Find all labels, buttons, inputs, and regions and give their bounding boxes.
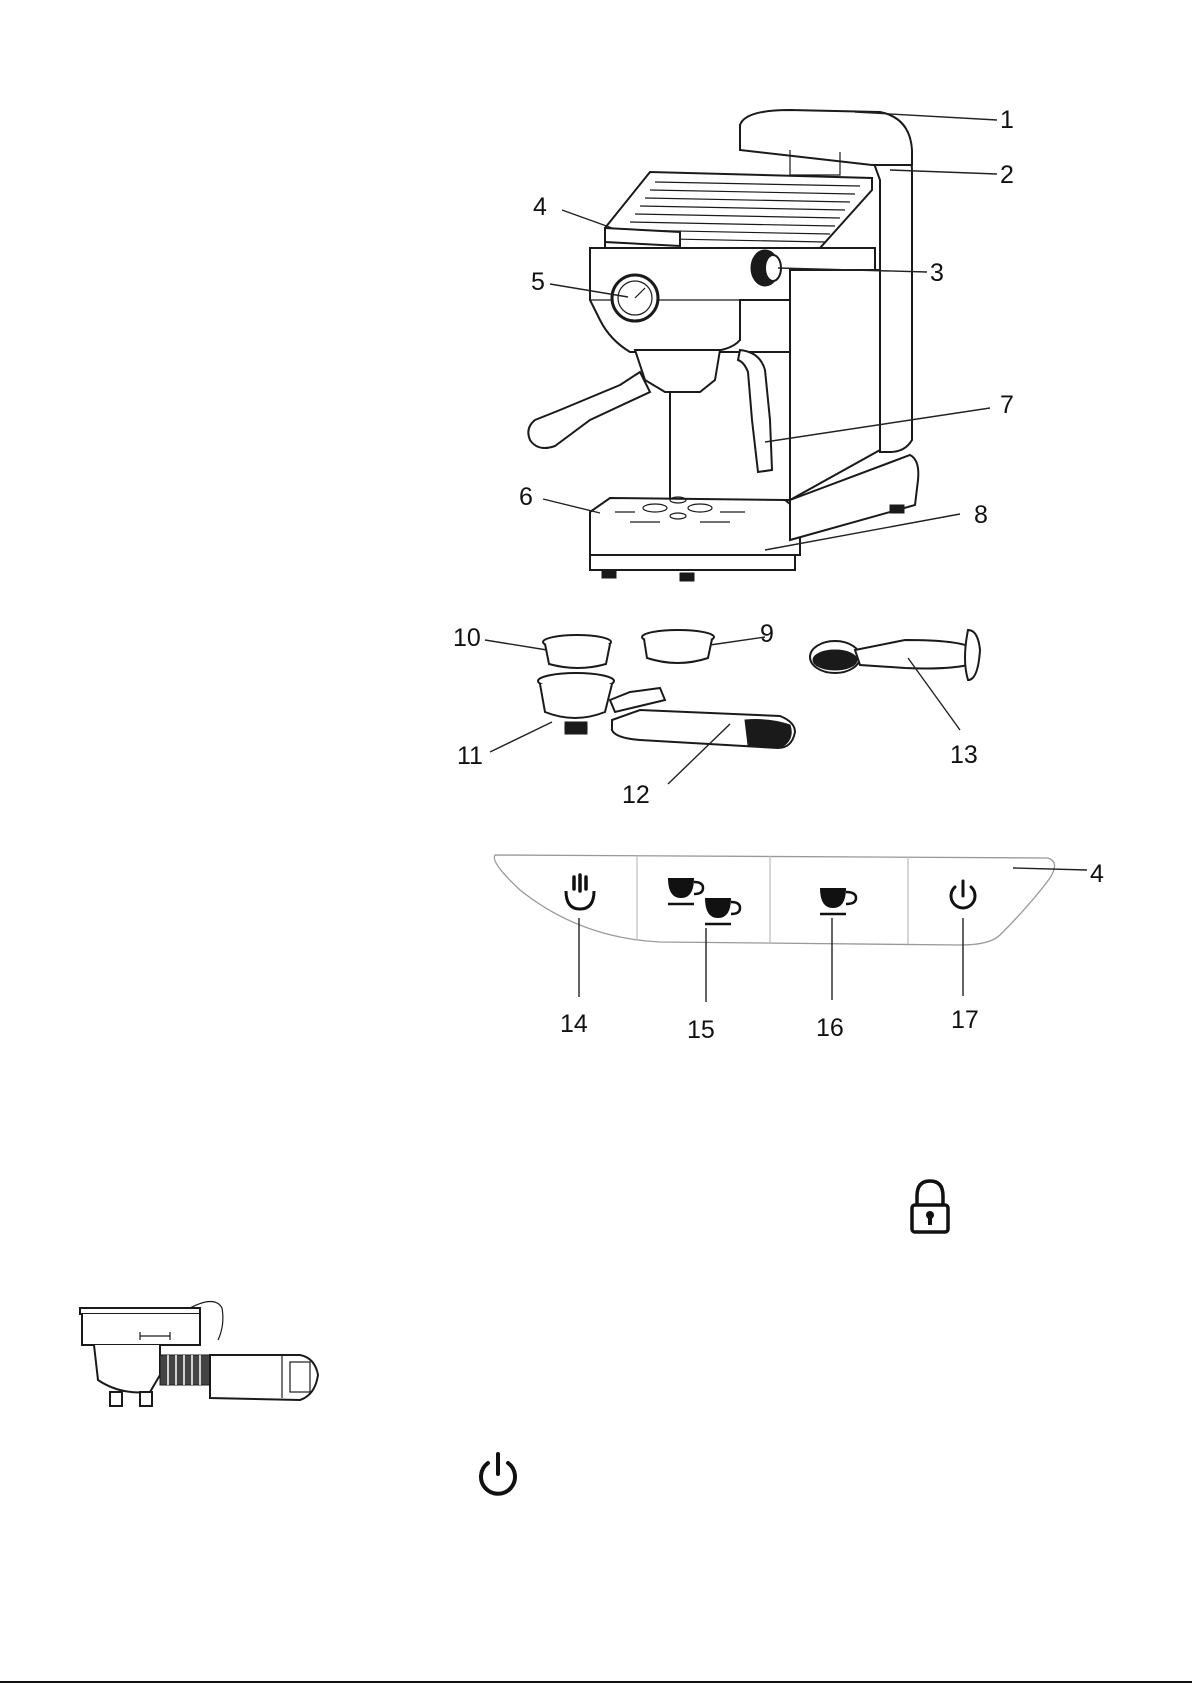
power-icon <box>951 881 975 908</box>
callout-7: 7 <box>1000 391 1014 419</box>
portafilter-lock-detail <box>80 1302 318 1407</box>
callout-15: 15 <box>687 1016 715 1044</box>
filter-basket-large <box>642 630 714 663</box>
callout-12: 12 <box>622 781 650 809</box>
steam-icon <box>566 875 594 909</box>
callout-14: 14 <box>560 1010 588 1038</box>
callout-6: 6 <box>519 483 533 511</box>
callout-4: 4 <box>533 193 547 221</box>
control-panel <box>486 851 1058 945</box>
portafilter <box>538 673 795 748</box>
callout-3: 3 <box>930 259 944 287</box>
filter-basket-small <box>543 635 611 668</box>
power-icon <box>481 1454 515 1494</box>
callout-11: 11 <box>457 742 483 770</box>
callout-8: 8 <box>974 501 988 529</box>
page-bottom-rule <box>0 1681 1192 1683</box>
single-cup-icon <box>820 888 856 914</box>
callout-16: 16 <box>816 1014 844 1042</box>
lock-icon <box>912 1181 948 1232</box>
callout-17: 17 <box>951 1006 979 1034</box>
callout-5: 5 <box>531 268 545 296</box>
callout-10: 10 <box>453 624 481 652</box>
double-cup-icon <box>668 878 740 924</box>
callout-9: 9 <box>760 620 774 648</box>
tamper <box>810 630 980 680</box>
callout-2: 2 <box>1000 161 1014 189</box>
callout-13: 13 <box>950 741 978 769</box>
callout-1: 1 <box>1000 106 1014 134</box>
callout-panel-4: 4 <box>1090 860 1104 888</box>
